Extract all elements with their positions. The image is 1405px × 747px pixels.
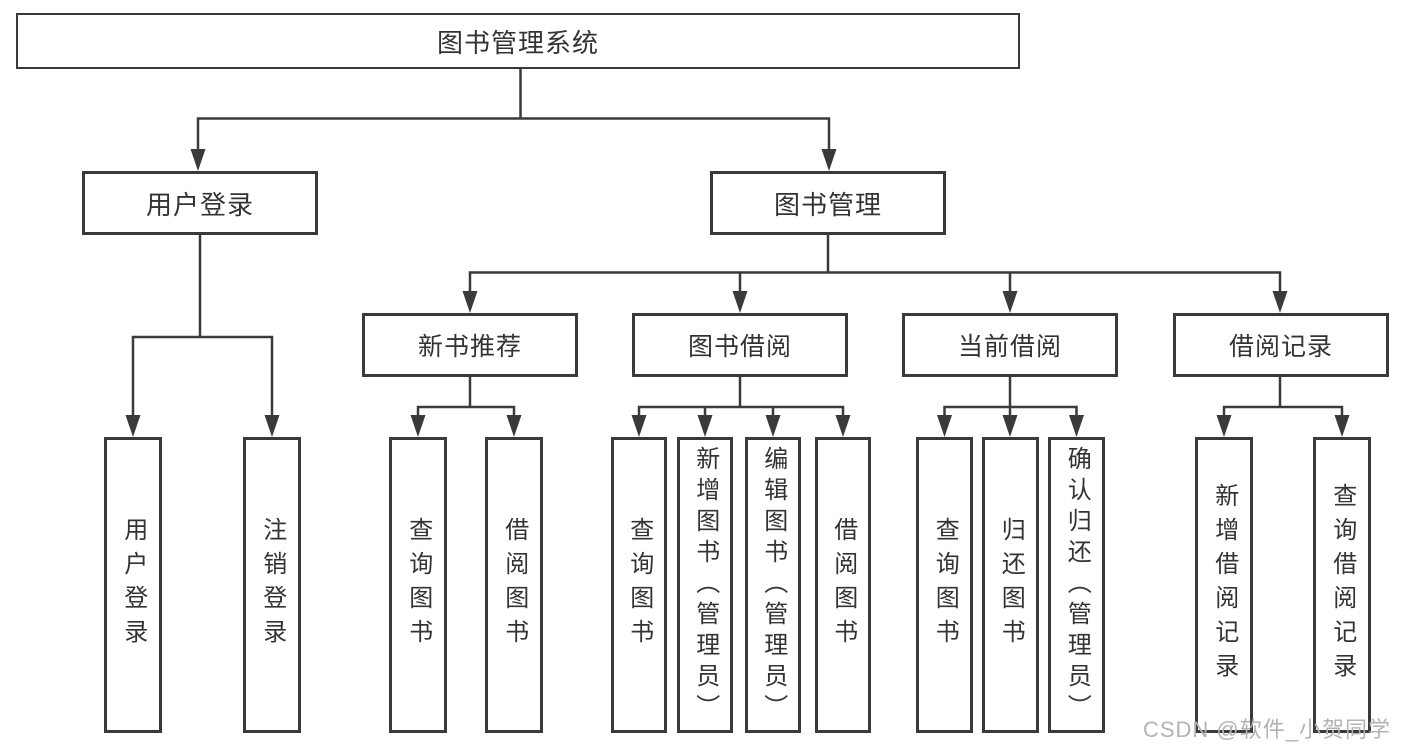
node-current-borrow: 当前借阅 bbox=[902, 313, 1118, 377]
edge-new-book-recommend-arrowheads bbox=[410, 415, 522, 437]
leaf-label: 借阅图书 bbox=[829, 517, 857, 653]
leaf-label: 新增图书（管理员） bbox=[691, 445, 719, 725]
edge-root-arrowheads bbox=[190, 149, 837, 171]
leaf-label: 注销登录 bbox=[258, 517, 286, 653]
node-label: 图书管理 bbox=[773, 189, 882, 220]
leaf-label: 借阅图书 bbox=[500, 517, 528, 653]
node-user-login: 用户登录 bbox=[82, 171, 318, 235]
node-book-borrow: 图书借阅 bbox=[632, 313, 848, 377]
leaf-add-borrow-record: 新增借阅记录 bbox=[1195, 437, 1253, 733]
leaf-label: 新增借阅记录 bbox=[1210, 483, 1238, 687]
leaf-logout: 注销登录 bbox=[243, 437, 301, 733]
leaf-query-books-current: 查询图书 bbox=[916, 437, 973, 733]
leaf-query-borrow-record: 查询借阅记录 bbox=[1313, 437, 1371, 733]
leaf-label: 查询图书 bbox=[931, 517, 959, 653]
edge-borrow-records-arrowheads bbox=[1216, 415, 1350, 437]
leaf-label: 用户登录 bbox=[119, 517, 147, 653]
node-label: 新书推荐 bbox=[417, 333, 522, 361]
leaf-label: 查询图书 bbox=[404, 517, 432, 653]
leaf-return-books: 归还图书 bbox=[982, 437, 1039, 733]
node-label: 图书借阅 bbox=[687, 333, 792, 361]
node-label: 借阅记录 bbox=[1228, 333, 1333, 361]
leaf-query-books-recommend: 查询图书 bbox=[389, 437, 447, 733]
leaf-label: 编辑图书（管理员） bbox=[759, 445, 787, 725]
node-label: 图书管理系统 bbox=[436, 27, 599, 58]
edge-user-login-arrowheads bbox=[125, 415, 280, 437]
edge-current-borrow-children bbox=[943, 377, 1078, 419]
edge-book-borrow-arrowheads bbox=[631, 415, 851, 437]
edge-new-book-recommend-children bbox=[416, 377, 516, 419]
edge-borrow-records-children bbox=[1222, 377, 1344, 419]
leaf-query-books-borrow: 查询图书 bbox=[611, 437, 667, 733]
edge-current-borrow-arrowheads bbox=[937, 415, 1084, 437]
node-borrow-records: 借阅记录 bbox=[1173, 313, 1389, 377]
node-label: 用户登录 bbox=[145, 189, 254, 220]
leaf-borrow-books: 借阅图书 bbox=[815, 437, 871, 733]
edge-book-borrow-children bbox=[637, 377, 845, 419]
edge-root-to-level2 bbox=[196, 69, 831, 153]
leaf-label: 归还图书 bbox=[997, 517, 1025, 653]
csdn-watermark: CSDN @软件_小贺同学 bbox=[1142, 717, 1391, 742]
node-library-system-root: 图书管理系统 bbox=[16, 13, 1020, 69]
leaf-label: 查询借阅记录 bbox=[1328, 483, 1356, 687]
leaf-label: 确认归还（管理员） bbox=[1063, 445, 1091, 725]
leaf-user-login: 用户登录 bbox=[104, 437, 162, 733]
leaf-add-books-admin: 新增图书（管理员） bbox=[677, 437, 733, 733]
edge-user-login-children bbox=[131, 235, 274, 419]
node-label: 当前借阅 bbox=[957, 333, 1062, 361]
leaf-label: 查询图书 bbox=[625, 517, 653, 653]
node-new-book-recommend: 新书推荐 bbox=[362, 313, 578, 377]
leaf-borrow-books-recommend: 借阅图书 bbox=[485, 437, 543, 733]
edge-book-management-children bbox=[468, 235, 1282, 295]
node-book-management: 图书管理 bbox=[710, 171, 946, 235]
leaf-confirm-return-admin: 确认归还（管理员） bbox=[1048, 437, 1105, 733]
leaf-edit-books-admin: 编辑图书（管理员） bbox=[745, 437, 801, 733]
edge-book-management-arrowheads bbox=[462, 291, 1288, 313]
